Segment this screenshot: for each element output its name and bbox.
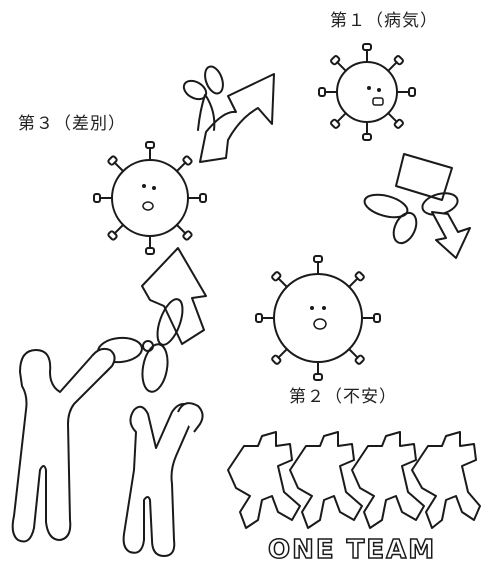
one-team-logo: ONE TEAM xyxy=(227,431,481,563)
virus-third-icon xyxy=(93,141,207,255)
arrow-up-icon xyxy=(141,247,207,345)
person-right-icon xyxy=(122,402,204,557)
ribbon-right-icon xyxy=(363,153,471,259)
arrow-up-right-icon xyxy=(199,73,275,163)
person-left-icon xyxy=(11,347,116,543)
virus-first-icon xyxy=(318,43,416,141)
label-third-discrimination: 第３（差別） xyxy=(18,114,126,134)
label-second-anxiety: 第２（不安） xyxy=(289,387,397,407)
virus-second-icon xyxy=(255,255,381,381)
label-first-illness: 第１（病気） xyxy=(330,11,438,31)
one-team-text: ONE TEAM xyxy=(268,535,436,563)
ribbon-icon xyxy=(182,65,224,131)
